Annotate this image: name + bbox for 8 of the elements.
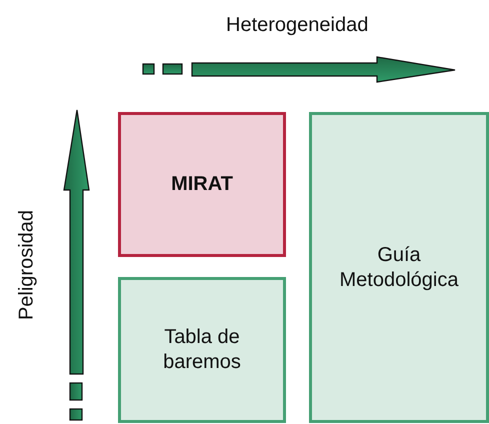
category-box <box>118 277 286 423</box>
axis-label: Heterogeneidad <box>226 14 368 37</box>
box-label: Guía Metodológica <box>338 242 460 292</box>
category-box <box>118 112 286 257</box>
category-box <box>309 112 489 423</box>
box-label: MIRAT <box>170 172 234 197</box>
box-label: Tabla de baremos <box>162 325 242 375</box>
axis-label: Peligrosidad <box>16 210 38 320</box>
